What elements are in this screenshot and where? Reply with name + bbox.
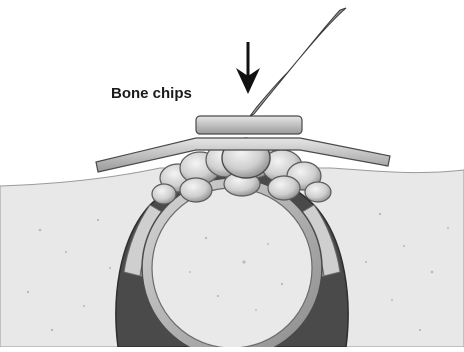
ring-inner-lumen bbox=[152, 188, 312, 347]
down-arrow-icon bbox=[236, 42, 260, 94]
bone-chips-label: Bone chips bbox=[111, 85, 192, 102]
needle-instrument bbox=[250, 8, 346, 116]
top-plate bbox=[196, 116, 302, 134]
